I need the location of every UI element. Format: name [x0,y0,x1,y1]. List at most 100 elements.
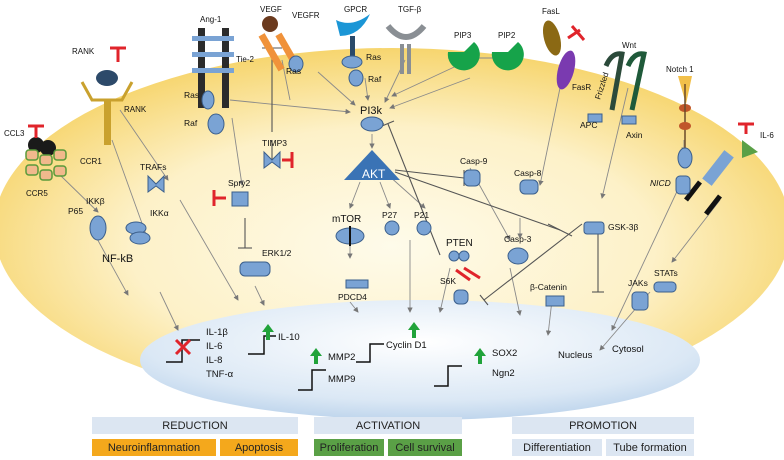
label-pi3k: PI3k [360,105,383,117]
label-ikkb: IKKβ [86,196,105,206]
legend-neuroinflammation: Neuroinflammation [92,439,216,456]
pip3-pip2 [447,42,524,71]
label-cyclind1: Cyclin D1 [386,340,427,351]
timp3-protein [263,150,281,169]
ccr1-ccr5-receptors [25,149,67,181]
wnt-frizzled [587,51,647,125]
p27-p21-proteins [384,220,432,236]
label-nicd: NICD [650,178,671,188]
label-il1b: IL-1β [206,327,228,338]
label-nucleus: Nucleus [558,350,593,361]
label-il8: IL-8 [206,355,222,366]
upregulation-arrows [262,322,486,364]
rank-receptor [80,70,134,145]
legend-tube-formation: Tube formation [606,439,694,456]
label-tie2: Tie-2 [236,55,254,64]
label-p65: P65 [68,206,83,216]
label-gsk3b: GSK-3β [608,222,639,232]
label-mtor: mTOR [332,214,361,225]
label-erk: ERK1/2 [262,248,292,258]
gsk3b-protein [583,221,605,235]
label-vegf: VEGF [260,5,282,14]
label-ngn2: Ngn2 [492,368,515,379]
label-wnt: Wnt [622,41,637,50]
label-bcatenin: β-Catenin [530,282,567,292]
label-rank-top: RANK [72,47,95,56]
legend-activation-title: ACTIVATION [314,417,462,434]
erk-protein [239,261,271,277]
label-spry2: Spry2 [228,178,250,188]
label-s6k: S6K [440,276,456,286]
label-raf-gpcr: Raf [368,74,382,84]
label-ccr5: CCR5 [26,189,48,198]
label-pip3: PIP3 [454,31,472,40]
label-rank: RANK [124,105,147,114]
label-tgfb: TGF-β [398,5,422,14]
legend-cell-survival: Cell survival [388,439,462,456]
label-trafs: TRAFs [140,162,166,172]
caspase-proteins [463,169,539,265]
legend-differentiation: Differentiation [512,439,602,456]
label-ras-gpcr: Ras [366,52,381,62]
label-casp9: Casp-9 [460,156,488,166]
nicd-protein [675,175,691,195]
legend-proliferation: Proliferation [314,439,384,456]
label-ccl3: CCL3 [4,129,25,138]
vegf-vegfr [258,16,304,73]
legend-reduction-title: REDUCTION [92,417,298,434]
label-notch1: Notch 1 [666,65,694,74]
label-gpcr: GPCR [344,5,367,14]
nucleus [140,300,700,420]
label-p21: P21 [414,210,429,220]
legend-apoptosis: Apoptosis [220,439,298,456]
label-stats: STATs [654,268,678,278]
label-fasl: FasL [542,7,560,16]
mtor-protein [335,226,365,246]
label-timp3: TIMP3 [262,138,287,148]
label-casp8: Casp-8 [514,168,542,178]
akt-protein [344,150,400,180]
label-ccr1: CCR1 [80,157,102,166]
notch1-receptor [677,76,693,169]
inhibitor-symbols [28,25,754,282]
label-apc: APC [580,120,597,130]
ikk-p65-proteins [89,215,151,245]
label-pip2: PIP2 [498,31,516,40]
s6k-protein [453,289,469,305]
il6-receptor [684,140,758,216]
label-ikka: IKKα [150,208,169,218]
label-pdcd4: PDCD4 [338,292,367,302]
label-il10: IL-10 [278,332,300,343]
label-vegfr: VEGFR [292,11,320,20]
pdcd4-protein [345,279,369,289]
label-sox2: SOX2 [492,348,517,359]
transcription-block-icon [174,338,192,356]
spry2-protein [231,191,249,207]
tgfb-receptor [385,23,427,74]
label-jaks: JAKs [628,278,648,288]
label-ras-vegfr: Ras [286,66,301,76]
traf-protein [147,174,165,193]
label-tnfa: TNF-α [206,369,234,380]
label-mmp2: MMP2 [328,352,355,363]
gpcr-receptor [336,14,370,87]
bcatenin-protein [545,295,565,307]
fas-receptor [542,20,576,90]
ccl3-ligand [28,137,56,156]
label-cytosol: Cytosol [612,344,644,355]
label-axin: Axin [626,130,643,140]
label-il6: IL-6 [206,341,222,352]
pi3k-protein [360,116,384,132]
label-ang1: Ang-1 [200,15,222,24]
label-fasr: FasR [572,83,591,92]
legend-promotion-title: PROMOTION [512,417,694,434]
label-akt: AKT [362,167,386,181]
label-il6-receptor: IL-6 [760,131,774,140]
jak-stat-proteins [631,281,677,311]
label-nfkb: NF-kB [102,253,133,265]
label-raf-left: Raf [184,118,198,128]
cytosol-labels: Ras Raf Ras Ras Raf PI3k AKT TIMP3 TRAFs… [68,52,678,302]
label-pten: PTEN [446,238,473,249]
label-ras-left: Ras [184,90,199,100]
